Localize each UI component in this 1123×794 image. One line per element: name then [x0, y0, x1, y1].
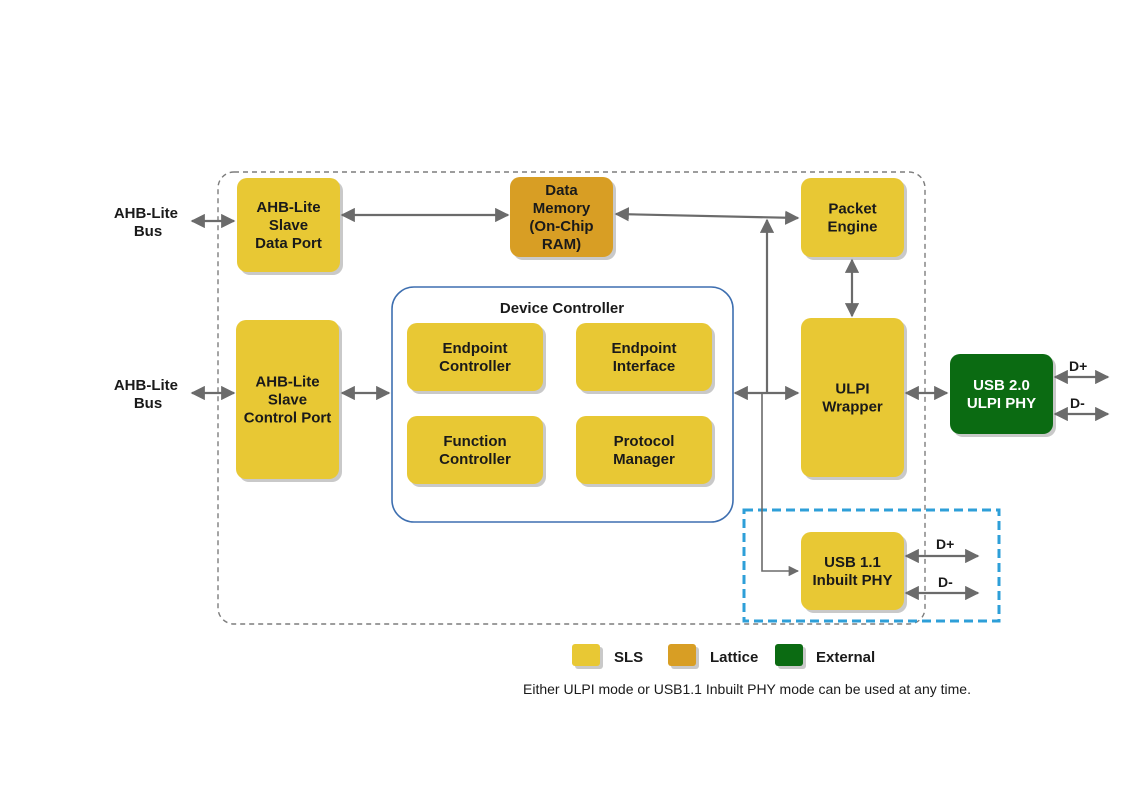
- legend-label-sls: SLS: [614, 649, 643, 666]
- endpoint-interface-block-label-line: Interface: [613, 358, 676, 375]
- protocol-manager-block-label-line: Manager: [613, 451, 675, 468]
- ahb-slave-data-port-block-label-line: AHB-Lite: [256, 199, 320, 216]
- usb20-ulpi-phy-block-label-line: USB 2.0: [973, 377, 1030, 394]
- function-controller-block-label-line: Function: [443, 433, 506, 450]
- mode-note: Either ULPI mode or USB1.1 Inbuilt PHY m…: [523, 681, 971, 697]
- protocol-manager-block-label-line: Protocol: [614, 433, 675, 450]
- arrow-memory-to-packet-engine: [614, 207, 800, 225]
- endpoint-controller-block-body: [407, 323, 543, 391]
- data-memory-block-label-line: Memory: [533, 200, 591, 217]
- legend-swatch-sls: [572, 644, 600, 666]
- endpoint-interface-block-body: [576, 323, 712, 391]
- ahb-bus-label-top: AHB-Lite Bus: [114, 205, 182, 240]
- endpoint-controller-block-label-line: Controller: [439, 358, 511, 375]
- device-controller-title: Device Controller: [500, 300, 624, 317]
- usb20-ulpi-phy-block-label-line: ULPI PHY: [967, 395, 1036, 412]
- usb20-ulpi-phy-block-body: [950, 354, 1053, 434]
- legend-swatch-external: [775, 644, 803, 666]
- data-memory-block-label-line: RAM): [542, 236, 581, 253]
- ahb-bus-label-bottom: AHB-Lite Bus: [114, 377, 182, 412]
- usb11-inbuilt-phy-block-label-line: USB 1.1: [824, 554, 881, 571]
- legend-swatch-lattice: [668, 644, 696, 666]
- ulpi-wrapper-block-label-line: ULPI: [835, 381, 869, 398]
- usb20-dminus-label: D-: [1070, 395, 1085, 411]
- packet-engine-block-label-line: Packet: [828, 201, 876, 218]
- ahb-slave-control-port-block-label-line: Slave: [268, 392, 307, 409]
- ahb-slave-control-port-block-body: [236, 320, 339, 479]
- usb11-inbuilt-phy-block-body: [801, 532, 904, 610]
- usb20-dplus-label: D+: [1069, 358, 1087, 374]
- legend: SLS Lattice External: [572, 644, 875, 669]
- endpoint-interface-block-label-line: Endpoint: [612, 340, 677, 357]
- data-memory-block-label-line: (On-Chip: [529, 218, 593, 235]
- data-memory-block-body: [510, 177, 613, 257]
- usb11-inbuilt-phy-block-label-line: Inbuilt PHY: [813, 572, 893, 589]
- protocol-manager-block-body: [576, 416, 712, 484]
- function-controller-block-label-line: Controller: [439, 451, 511, 468]
- packet-engine-block-body: [801, 178, 904, 257]
- ahb-slave-data-port-block-body: [237, 178, 340, 272]
- function-controller-block-body: [407, 416, 543, 484]
- ulpi-wrapper-block-body: [801, 318, 904, 477]
- ahb-slave-control-port-block-label-line: Control Port: [244, 410, 332, 427]
- connections: [190, 207, 1110, 601]
- legend-label-lattice: Lattice: [710, 649, 758, 666]
- data-memory-block-label-line: Data: [545, 182, 578, 199]
- usb11-dminus-label: D-: [938, 574, 953, 590]
- legend-label-external: External: [816, 649, 875, 666]
- usb11-phy-boundary: [742, 508, 1001, 623]
- ulpi-wrapper-block-label-line: Wrapper: [822, 399, 883, 416]
- endpoint-controller-block-label-line: Endpoint: [443, 340, 508, 357]
- ahb-slave-data-port-block-label-line: Slave: [269, 217, 308, 234]
- packet-engine-block-label-line: Engine: [827, 219, 877, 236]
- usb11-dplus-label: D+: [936, 536, 954, 552]
- ahb-slave-data-port-block-label-line: Data Port: [255, 235, 322, 252]
- ahb-slave-control-port-block-label-line: AHB-Lite: [255, 374, 319, 391]
- arrow-to-usb11-phy: [761, 393, 800, 577]
